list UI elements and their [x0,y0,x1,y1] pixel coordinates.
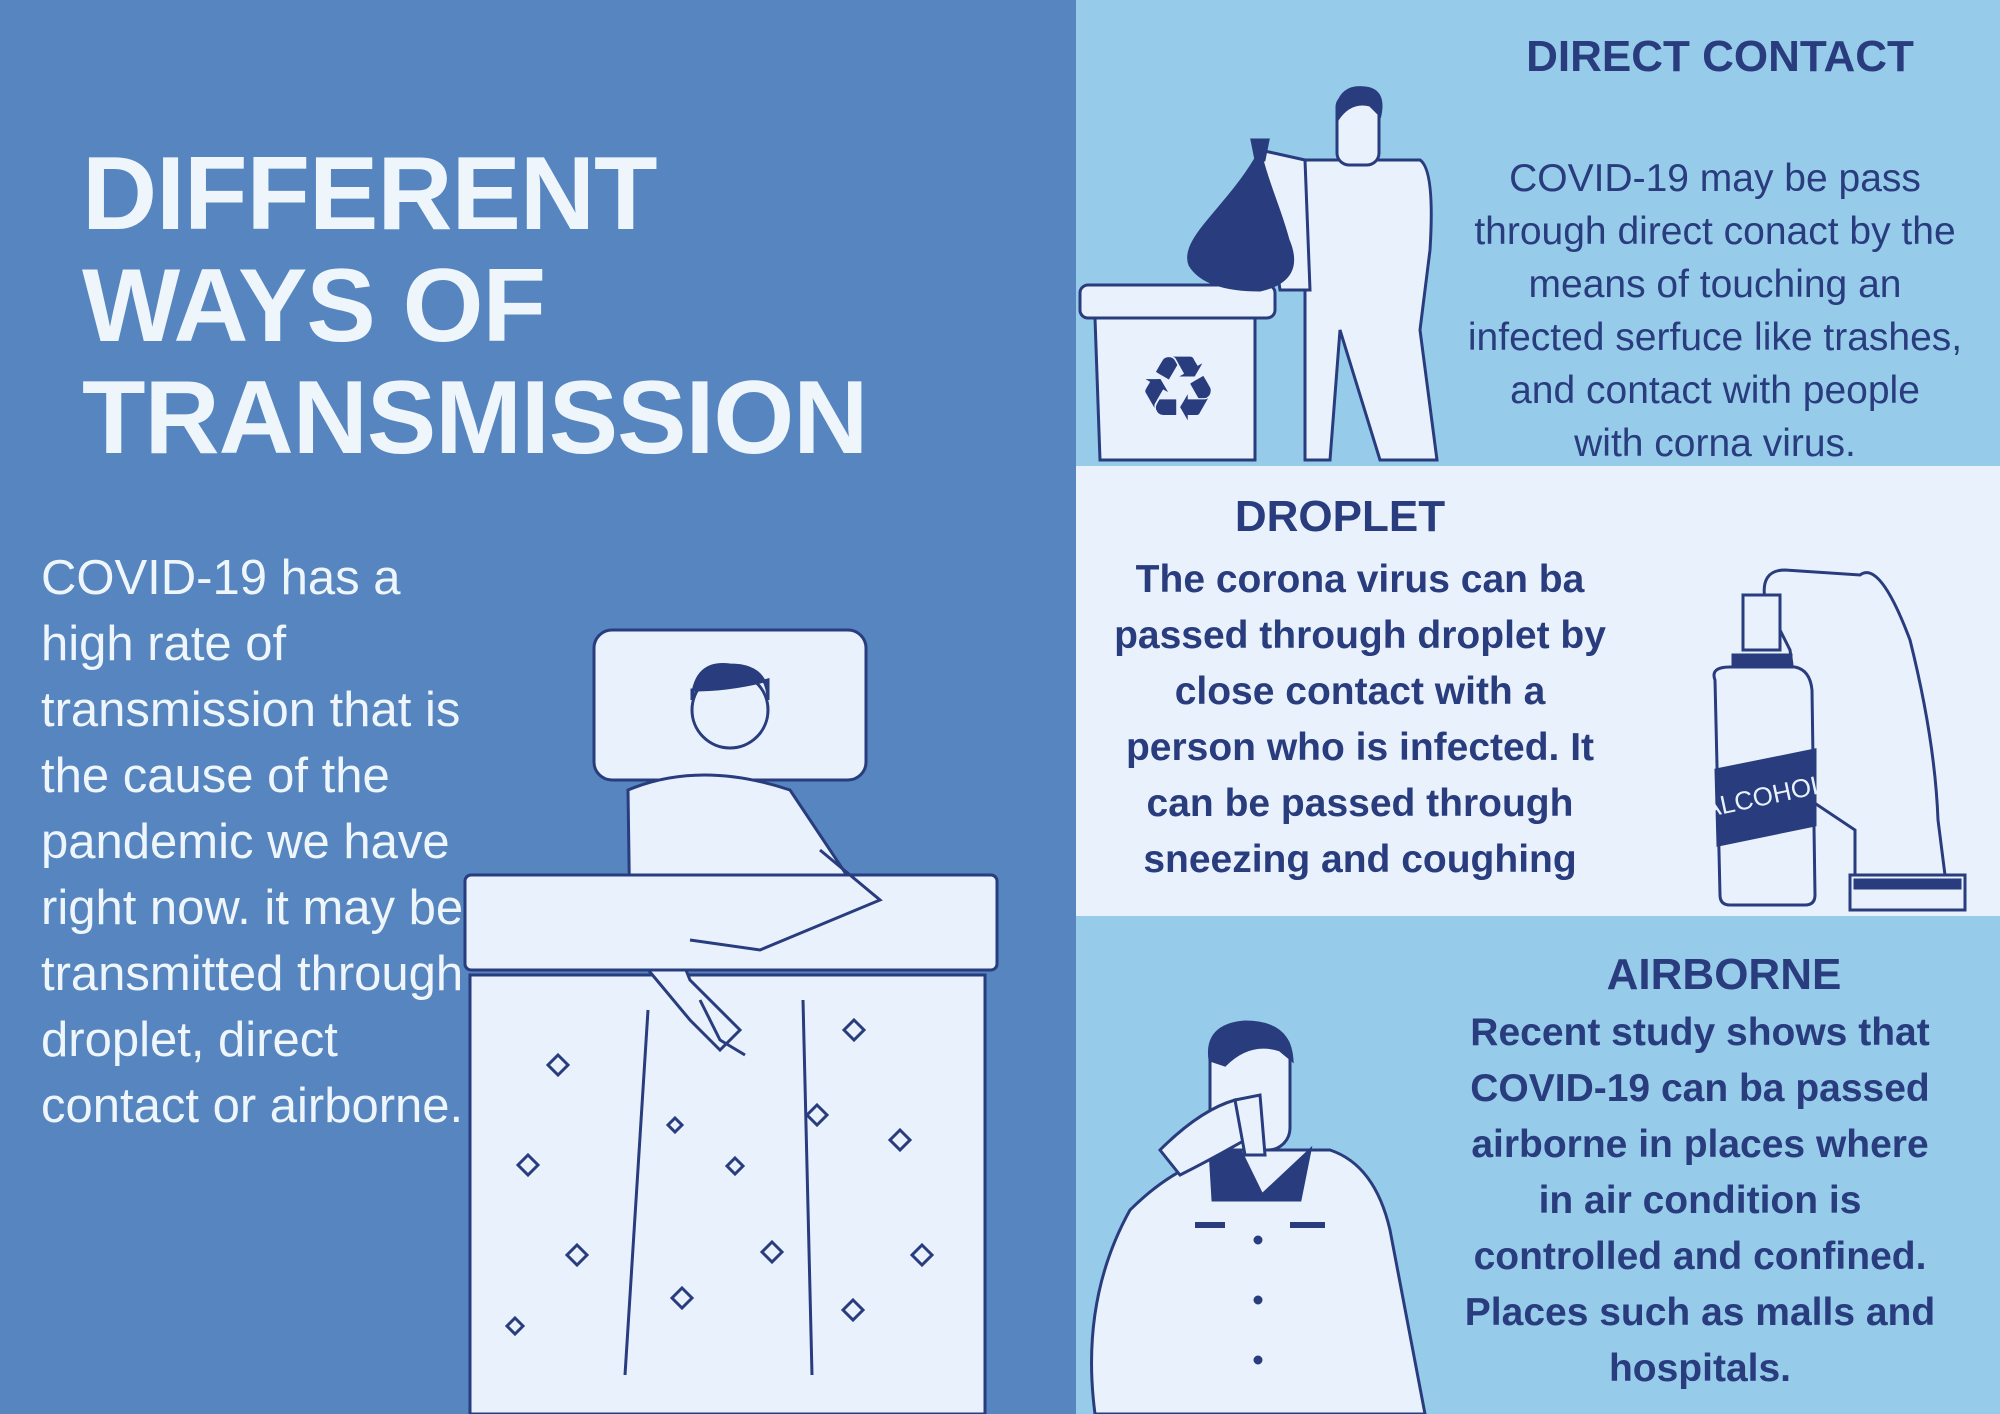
title-line: TRANSMISSION [82,360,868,476]
recycle-icon: ♻ [1138,340,1219,440]
text-line: airborne in places where [1471,1123,1929,1166]
text-line: The corona virus can ba [1135,558,1585,601]
direct-contact-text: COVID-19 may be pass through direct cona… [1430,152,2000,470]
text-line: person who is infected. It [1125,726,1595,769]
alcohol-spray-illustration: ALCOHOL [1700,568,1967,912]
text-line: in air condition is [1538,1179,1862,1222]
text-line: through direct conact by the [1474,210,1956,253]
text-line: COVID-19 may be pass [1509,157,1921,200]
text-line: can be passed through [1146,782,1574,825]
title-line: DIFFERENT [82,136,658,252]
text-line: controlled and confined. [1473,1235,1927,1278]
sleeping-person-illustration [463,628,999,1414]
direct-contact-heading: DIRECT CONTACT [1526,32,1914,81]
text-line: passed through droplet by [1114,614,1606,657]
text-line: hospitals. [1608,1347,1792,1390]
man-covering-mouth-illustration [1090,1020,1427,1414]
blanket-pattern [504,999,935,1376]
text-line: Places such as malls and [1464,1291,1936,1334]
text-line: Recent study shows that [1470,1011,1930,1054]
man-with-trash-bag-illustration [1187,86,1439,462]
trash-bin-illustration: ♻ [1078,283,1277,462]
airborne-text: Recent study shows that COVID-19 can ba … [1420,1005,1980,1397]
title-line: WAYS OF [82,248,546,364]
text-line: means of touching an [1528,263,1902,306]
intro-text: COVID-19 has a high rate of transmission… [41,551,464,1133]
text-line: close contact with a [1174,670,1546,713]
text-line: infected serfuce like trashes, [1467,316,1963,359]
airborne-heading: AIRBORNE [1606,950,1842,999]
droplet-text: The corona virus can ba passed through d… [1080,552,1640,888]
text-line: with corna virus. [1574,422,1856,465]
text-line: COVID-19 can ba passed [1470,1067,1930,1110]
droplet-heading: DROPLET [1234,492,1446,541]
page-title: DIFFERENT WAYS OF TRANSMISSION [82,136,868,476]
text-line: and contact with people [1510,369,1920,412]
text-line: sneezing and coughing [1143,838,1577,881]
